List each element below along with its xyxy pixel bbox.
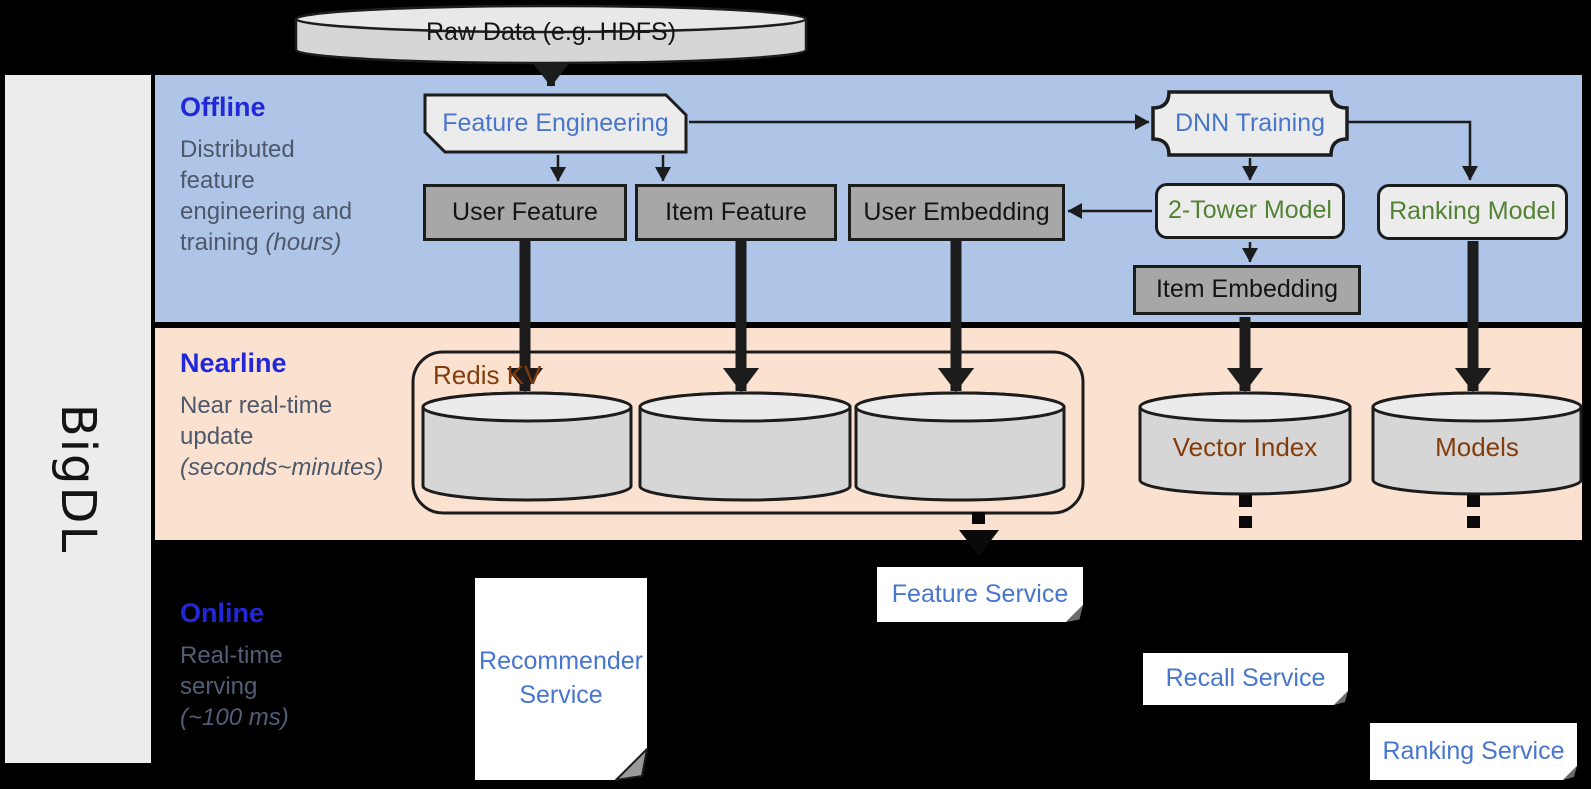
bigdl-brand-label: BigDL xyxy=(50,403,106,555)
nearline-subtitle: Near real-time update (seconds~minutes) xyxy=(180,392,384,481)
recommender-service-node: Recommender Service xyxy=(479,647,643,709)
bigdl-side-bar: BigDL xyxy=(5,75,151,763)
offline-band-label: Offline Distributed feature engineering … xyxy=(180,92,395,258)
user-feature-node: User Feature xyxy=(423,184,627,241)
item-embedding-node: Item Embedding xyxy=(1133,265,1361,315)
redis-kv-label: Redis KV xyxy=(433,360,542,390)
user-embedding-node: User Embedding xyxy=(848,184,1065,241)
offline-title: Offline xyxy=(180,92,266,122)
two-tower-model-node: 2-Tower Model xyxy=(1155,183,1345,239)
raw-data-label: Raw Data (e.g. HDFS) xyxy=(425,18,677,47)
offline-subtitle: Distributed feature engineering and trai… xyxy=(180,136,353,256)
ranking-service-node: Ranking Service xyxy=(1382,736,1565,765)
nearline-band-label: Nearline Near real-time update (seconds~… xyxy=(180,348,395,483)
vector-index-label: Vector Index xyxy=(1172,432,1318,462)
recall-service-node: Recall Service xyxy=(1165,664,1326,693)
models-label: Models xyxy=(1435,432,1519,462)
dnn-training-node: DNN Training xyxy=(1174,108,1326,137)
online-subtitle: Real-time serving (~100 ms) xyxy=(180,642,289,731)
online-band-label: Online Real-time serving (~100 ms) xyxy=(180,598,395,733)
feature-engineering-node: Feature Engineering xyxy=(442,108,669,137)
item-feature-node: Item Feature xyxy=(635,184,837,241)
ranking-model-node: Ranking Model xyxy=(1377,184,1568,240)
feature-service-node: Feature Service xyxy=(891,579,1069,608)
nearline-title: Nearline xyxy=(180,348,287,378)
online-title: Online xyxy=(180,598,265,628)
